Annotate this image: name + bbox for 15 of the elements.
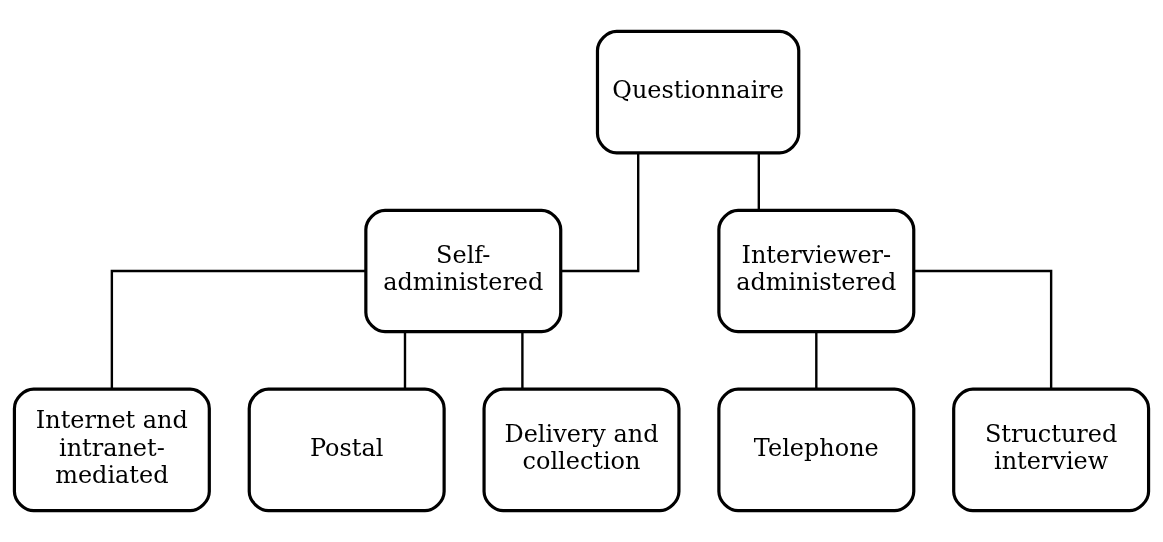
node-box: Structured interview — [952, 387, 1151, 513]
connector — [913, 269, 1053, 389]
node-box: Interviewer-administered — [717, 208, 916, 334]
connector — [560, 153, 640, 273]
node-box: Telephone — [717, 387, 916, 513]
connector — [521, 332, 524, 390]
node-box: Delivery and collection — [482, 387, 681, 513]
connector — [403, 332, 407, 390]
node-box: Internet and intranet-mediated — [12, 387, 211, 513]
connector — [110, 269, 366, 389]
node-box: Self-administered — [364, 208, 563, 334]
connector — [757, 153, 760, 211]
node-box: Questionnaire — [595, 29, 801, 155]
node-box: Postal — [247, 387, 446, 513]
connector — [815, 332, 818, 390]
